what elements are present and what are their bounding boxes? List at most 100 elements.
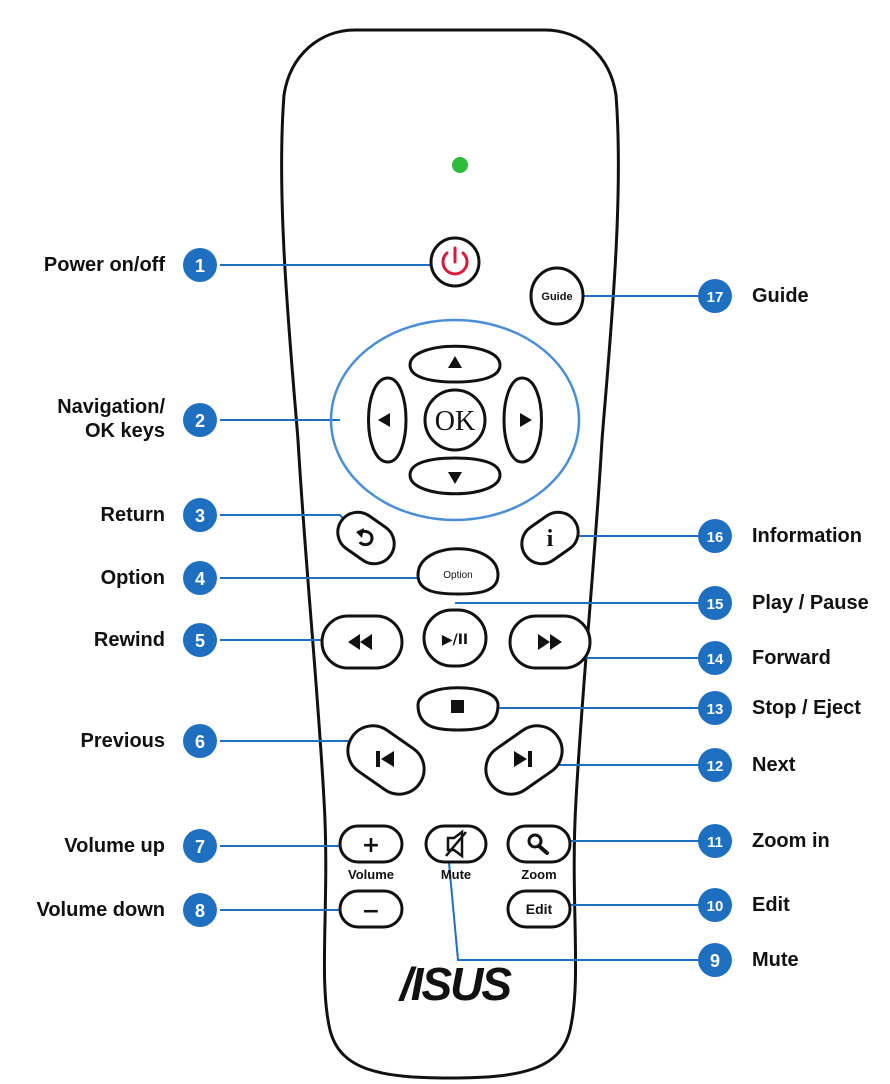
nav-left-button[interactable] — [367, 376, 408, 464]
mute-caption: Mute — [441, 867, 471, 882]
rewind-icon — [348, 634, 372, 650]
svg-text:1: 1 — [195, 256, 205, 276]
arrow-down-icon — [448, 472, 462, 484]
power-button[interactable] — [429, 236, 481, 288]
volume-caption: Volume — [348, 867, 394, 882]
leader-line-9 — [447, 851, 700, 961]
callout-badge-11: 11 — [698, 824, 732, 858]
label-rewind: Rewind — [93, 629, 165, 651]
label-edit: Edit — [752, 894, 790, 916]
svg-text:5: 5 — [195, 631, 205, 651]
mute-icon — [445, 829, 467, 859]
callout-badge-10: 10 — [698, 888, 732, 922]
edit-button-label: Edit — [526, 901, 553, 917]
label-previous: Previous — [80, 730, 165, 752]
label-navigation-ok: Navigation/ OK keys — [57, 395, 165, 443]
svg-text:8: 8 — [195, 901, 205, 921]
label-guide: Guide — [752, 285, 809, 307]
mute-button[interactable] — [424, 824, 488, 864]
callout-badge-5: 5 — [183, 623, 217, 657]
skip-next-icon — [514, 751, 532, 767]
callout-badge-8: 8 — [183, 893, 217, 927]
callout-badge-6: 6 — [183, 724, 217, 758]
guide-button-label: Guide — [541, 291, 572, 303]
edit-button[interactable]: Edit — [506, 889, 572, 929]
fast-forward-icon — [538, 634, 562, 650]
label-volume-down: Volume down — [36, 899, 165, 921]
callout-badge-4: 4 — [183, 561, 217, 595]
information-button[interactable]: i — [514, 504, 586, 571]
label-play-pause: Play / Pause — [752, 592, 869, 614]
svg-text:10: 10 — [707, 898, 724, 915]
label-volume-up: Volume up — [64, 835, 165, 857]
callout-badge-13: 13 — [698, 691, 732, 725]
label-forward: Forward — [752, 647, 831, 669]
status-led — [452, 157, 468, 173]
label-return: Return — [100, 504, 165, 526]
callout-badge-2: 2 — [183, 403, 217, 437]
previous-button[interactable] — [338, 716, 434, 804]
arrow-left-icon — [378, 413, 390, 427]
label-stop-eject: Stop / Eject — [752, 697, 861, 719]
stop-icon — [451, 700, 464, 713]
callout-badge-12: 12 — [698, 748, 732, 782]
option-button-label: Option — [443, 570, 472, 581]
svg-text:12: 12 — [707, 758, 724, 775]
svg-text:13: 13 — [707, 701, 724, 718]
info-icon: i — [547, 526, 554, 552]
svg-text:16: 16 — [707, 529, 724, 546]
magnifier-icon — [527, 833, 549, 855]
label-navigation-ok-text: Navigation/ OK keys — [57, 396, 165, 442]
label-option: Option — [100, 567, 165, 589]
nav-up-button[interactable] — [408, 344, 502, 384]
callout-badge-9: 9 — [698, 943, 732, 977]
callout-badge-3: 3 — [183, 498, 217, 532]
callout-badges: 1 2 3 4 5 6 7 8 9 10 11 12 13 14 15 16 1… — [183, 248, 732, 977]
nav-right-button[interactable] — [502, 376, 543, 464]
callout-badge-14: 14 — [698, 641, 732, 675]
label-mute: Mute — [752, 949, 799, 971]
label-zoom-in: Zoom in — [752, 830, 830, 852]
zoom-in-button[interactable] — [506, 824, 572, 864]
svg-text:14: 14 — [707, 651, 724, 668]
forward-button[interactable] — [508, 614, 592, 670]
svg-text:7: 7 — [195, 837, 205, 857]
zoom-caption: Zoom — [521, 867, 556, 882]
minus-icon: − — [362, 899, 380, 924]
svg-text:17: 17 — [707, 289, 724, 306]
label-information: Information — [752, 525, 862, 547]
ok-button[interactable]: OK — [423, 388, 487, 452]
plus-icon: + — [362, 833, 380, 858]
svg-text:2: 2 — [195, 411, 205, 431]
return-button[interactable] — [330, 504, 402, 571]
nav-down-button[interactable] — [408, 456, 502, 496]
label-power: Power on/off — [43, 254, 165, 276]
svg-text:6: 6 — [195, 732, 205, 752]
next-button[interactable] — [476, 716, 572, 804]
callout-badge-17: 17 — [698, 279, 732, 313]
power-icon — [441, 246, 469, 276]
callout-badge-15: 15 — [698, 586, 732, 620]
brand-logo: /ISUS — [398, 958, 512, 1010]
volume-up-button[interactable]: + — [338, 824, 404, 864]
rewind-button[interactable] — [320, 614, 404, 670]
arrow-up-icon — [448, 356, 462, 368]
arrow-right-icon — [520, 413, 532, 427]
play-pause-icon: ▶/II — [442, 632, 468, 648]
svg-text:11: 11 — [707, 834, 723, 851]
callout-badge-1: 1 — [183, 248, 217, 282]
label-next: Next — [752, 754, 796, 776]
volume-down-button[interactable]: − — [338, 889, 404, 929]
ok-button-label: OK — [435, 406, 475, 437]
svg-text:9: 9 — [710, 951, 720, 971]
callout-badge-16: 16 — [698, 519, 732, 553]
guide-button[interactable]: Guide — [529, 266, 585, 326]
stop-eject-button[interactable] — [416, 686, 500, 732]
svg-text:3: 3 — [195, 506, 205, 526]
option-button[interactable]: Option — [416, 547, 500, 596]
play-pause-button[interactable]: ▶/II — [422, 608, 488, 668]
nav-ring — [329, 318, 581, 522]
svg-text:15: 15 — [707, 596, 724, 613]
skip-previous-icon — [376, 751, 394, 767]
